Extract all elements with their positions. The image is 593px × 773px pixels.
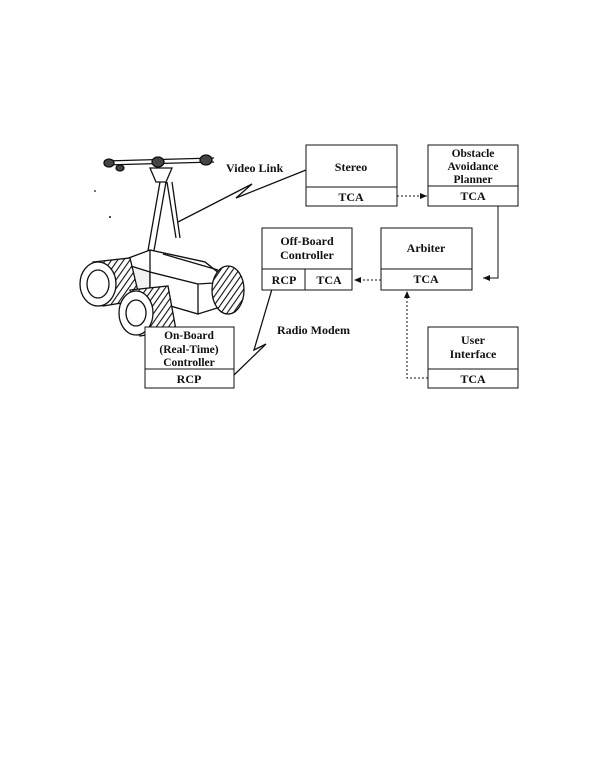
planner-title-line-3: Planner xyxy=(454,174,493,186)
stereo-tca-label: TCA xyxy=(338,190,364,204)
video-link-label: Video Link xyxy=(226,161,284,175)
arbiter-tca-label: TCA xyxy=(413,272,439,286)
robot-vehicle-icon xyxy=(79,154,245,337)
onboard-controller-module: On-Board (Real-Time) Controller RCP xyxy=(144,326,235,389)
offboard-tca-label: TCA xyxy=(316,273,342,287)
offboard-title-line-1: Off-Board xyxy=(280,234,334,248)
user-to-arbiter-arrow xyxy=(404,291,428,379)
video-link-line xyxy=(177,169,307,223)
user-interface-tca-label: TCA xyxy=(460,372,486,386)
arbiter-title: Arbiter xyxy=(407,241,446,255)
arbiter-module: Arbiter TCA xyxy=(380,227,473,291)
offboard-title-line-2: Controller xyxy=(280,248,334,262)
offboard-controller-module: Off-Board Controller RCP TCA xyxy=(261,227,353,291)
onboard-rcp-label: RCP xyxy=(177,372,202,386)
user-interface-module: User Interface TCA xyxy=(427,326,519,389)
planner-to-arbiter-arrow xyxy=(483,206,499,281)
stereo-title: Stereo xyxy=(335,160,367,174)
planner-title-line-2: Avoidance xyxy=(448,161,499,173)
onboard-title-line-1: On-Board xyxy=(164,330,214,342)
planner-title-line-1: Obstacle xyxy=(452,148,495,160)
radio-modem-line xyxy=(233,288,273,376)
planner-tca-label: TCA xyxy=(460,189,486,203)
onboard-title-line-2: (Real-Time) xyxy=(159,344,218,356)
user-interface-title-line-2: Interface xyxy=(450,347,497,361)
planner-module: Obstacle Avoidance Planner TCA xyxy=(427,144,519,207)
onboard-title-line-3: Controller xyxy=(163,357,215,369)
stereo-module: Stereo TCA xyxy=(305,144,398,207)
offboard-rcp-label: RCP xyxy=(272,273,297,287)
radio-modem-label: Radio Modem xyxy=(277,323,350,337)
user-interface-title-line-1: User xyxy=(461,333,486,347)
